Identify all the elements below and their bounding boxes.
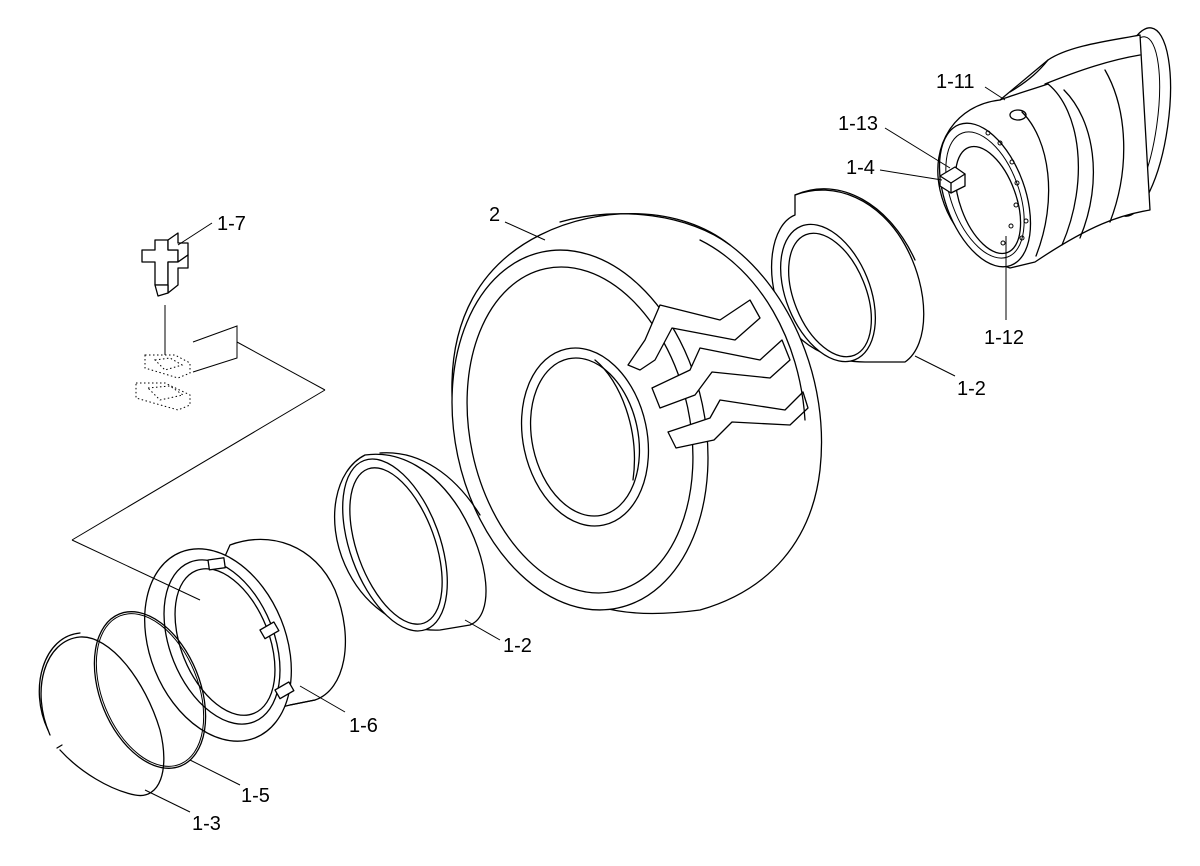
leader-1-5 [189, 759, 241, 786]
label-1-11: 1-11 [936, 71, 975, 93]
lock-ring-part [38, 632, 165, 797]
label-1-2-left: 1-2 [503, 635, 532, 657]
leader-1-6 [299, 685, 346, 713]
leader-1-7 [177, 222, 213, 246]
bead-seat-band-right [770, 188, 925, 363]
bead-seat-band-left [333, 452, 487, 632]
label-2: 2 [489, 204, 500, 226]
label-1-13: 1-13 [838, 113, 878, 135]
rim-base-part [937, 27, 1172, 269]
leader-1-2-right [914, 355, 956, 377]
leader-1-3 [144, 789, 191, 813]
cross-block-part [71, 232, 326, 601]
label-1-2-right: 1-2 [957, 378, 986, 400]
label-1-12: 1-12 [984, 327, 1024, 349]
leader-1-13 [884, 127, 951, 169]
label-1-5: 1-5 [241, 785, 270, 807]
side-flange-part [144, 538, 347, 742]
leader-1-4 [879, 169, 943, 181]
leader-2 [504, 221, 546, 241]
tire-part [451, 212, 823, 615]
label-1-3: 1-3 [192, 813, 221, 835]
leader-1-2-left [464, 619, 501, 641]
label-1-6: 1-6 [349, 715, 378, 737]
label-1-4: 1-4 [846, 157, 875, 179]
leader-1-11 [984, 86, 1006, 101]
label-1-7: 1-7 [217, 213, 246, 235]
key-block-part [939, 166, 966, 194]
o-ring-part [93, 611, 207, 769]
